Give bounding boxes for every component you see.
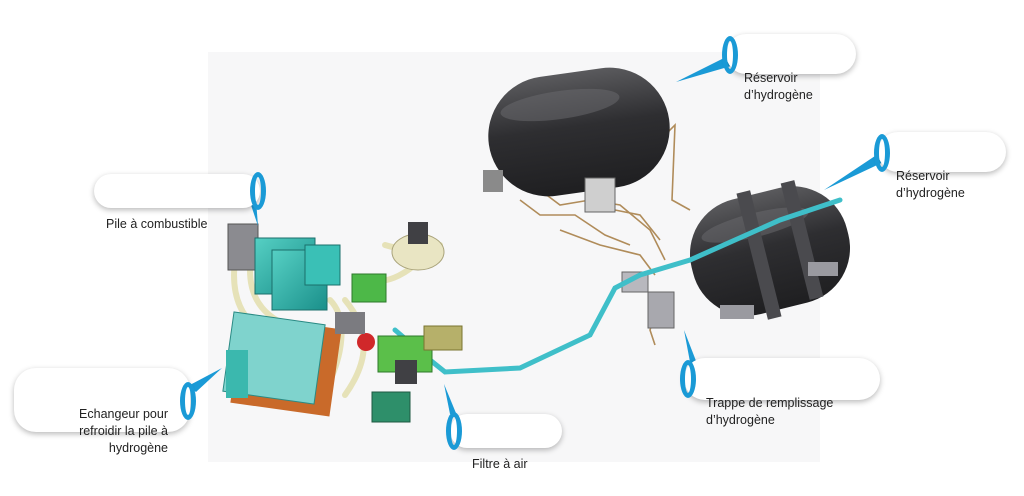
heat-exchanger — [222, 311, 342, 417]
label-trappe-remplissage-text: Trappe de remplissage d’hydrogène — [706, 396, 834, 427]
label-pile-combustible-text: Pile à combustible — [106, 217, 208, 231]
label-pile-combustible: Pile à combustible — [94, 172, 266, 231]
label-reservoir-right-text: Réservoir d’hydrogène — [896, 169, 965, 200]
callout-bracket-icon — [250, 172, 266, 210]
label-reservoir-top: Réservoir d’hydrogène — [722, 34, 856, 102]
callout-bracket-icon — [180, 382, 196, 420]
label-echangeur-text: Echangeur pour refroidir la pile à hydro… — [79, 407, 168, 455]
label-echangeur: Echangeur pour refroidir la pile à hydro… — [14, 368, 196, 455]
label-filtre-air-text: Filtre à air — [472, 457, 528, 471]
cooling-pump — [391, 222, 445, 271]
air-pipe — [392, 197, 843, 375]
label-reservoir-top-text: Réservoir d’hydrogène — [744, 71, 813, 102]
hydrogen-tank-top — [483, 67, 670, 213]
callout-bracket-icon — [680, 360, 696, 398]
label-trappe-remplissage: Trappe de remplissage d’hydrogène — [680, 358, 880, 427]
callout-bracket-icon — [874, 134, 890, 172]
compressor-module — [335, 273, 463, 423]
callout-bracket-icon — [446, 412, 462, 450]
label-filtre-air: Filtre à air — [446, 412, 562, 471]
fuel-cell-stack — [227, 223, 341, 311]
hydrogen-tank-right — [621, 180, 851, 329]
callout-bracket-icon — [722, 36, 738, 74]
label-reservoir-right: Réservoir d’hydrogène — [874, 132, 1006, 200]
